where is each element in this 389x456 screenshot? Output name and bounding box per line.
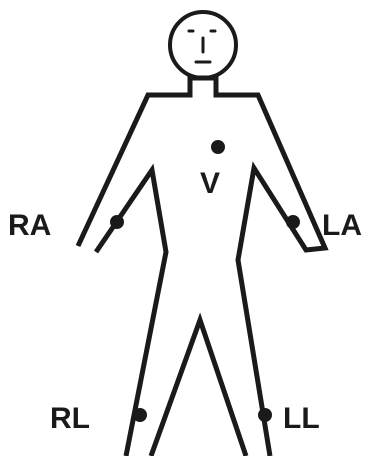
electrode-ll-label: LL [283,402,320,435]
electrode-ra-dot [110,215,124,229]
electrode-la-label: LA [322,209,362,242]
electrode-la-dot [286,215,300,229]
head [170,12,236,78]
body-outline [78,78,325,456]
crotch-outline [151,320,246,456]
body-inner-outline [96,170,166,456]
electrode-v-dot [211,140,225,154]
electrode-v-label: V [200,167,220,200]
electrode-rl-dot [133,408,147,422]
electrode-ra-label: RA [8,209,51,242]
electrode-ll-dot [258,408,272,422]
electrode-rl-label: RL [50,402,90,435]
